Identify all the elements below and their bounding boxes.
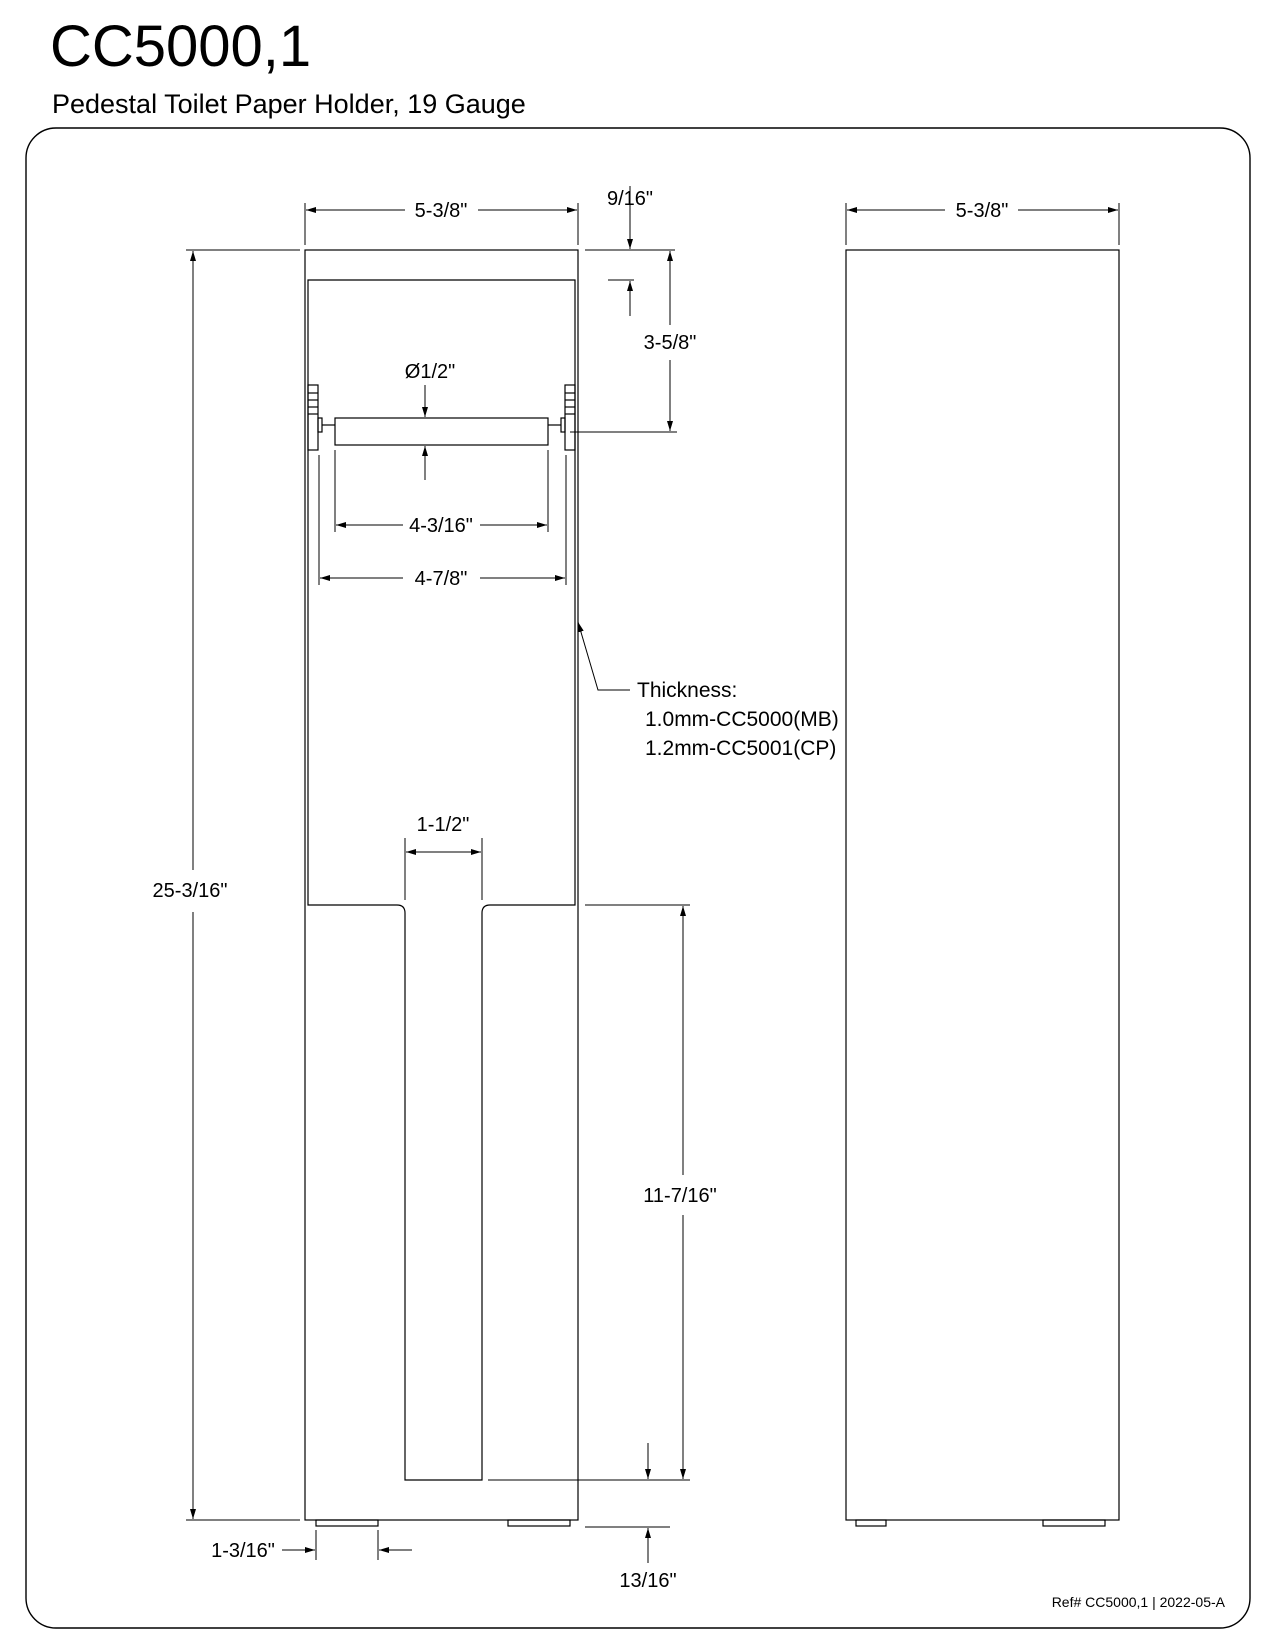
side-right-foot	[1042, 1519, 1106, 1527]
drawing-title: CC5000,1	[50, 14, 312, 79]
dim-rod-length: 4-3/16"	[409, 515, 473, 537]
side-outer-body	[845, 249, 1120, 1521]
dimension-lines	[186, 186, 1120, 1563]
dim-slot-height: 11-7/16"	[643, 1185, 716, 1207]
front-outer-body	[304, 249, 579, 1521]
side-view	[845, 249, 1120, 1527]
front-right-foot	[507, 1519, 571, 1527]
drawing-frame	[25, 127, 1251, 1629]
front-inner-opening	[307, 279, 576, 1481]
dim-slot-width: 1-1/2"	[417, 814, 470, 836]
dim-foot-inset: 1-3/16"	[211, 1540, 275, 1562]
dim-inner-width: 4-7/8"	[415, 568, 468, 590]
dim-opening-drop: 3-5/8"	[644, 332, 697, 354]
dim-foot-height: 13/16"	[619, 1570, 676, 1592]
front-view	[304, 249, 579, 1527]
dim-side-width: 5-3/8"	[956, 200, 1009, 222]
thickness-label: Thickness:	[637, 679, 737, 702]
dim-top-offset: 9/16"	[607, 188, 653, 210]
paper-rod	[334, 417, 549, 446]
dim-front-width: 5-3/8"	[415, 200, 468, 222]
thickness-line-2: 1.2mm-CC5001(CP)	[645, 737, 836, 760]
dim-rod-diameter: Ø1/2"	[405, 361, 455, 383]
left-rod-bracket	[307, 384, 323, 451]
side-left-foot	[855, 1519, 887, 1527]
right-rod-bracket	[560, 384, 576, 451]
dim-overall-height: 25-3/16"	[153, 880, 228, 902]
thickness-line-1: 1.0mm-CC5000(MB)	[645, 708, 839, 731]
reference-number: Ref# CC5000,1 | 2022-05-A	[1052, 1594, 1226, 1610]
drawing-subtitle: Pedestal Toilet Paper Holder, 19 Gauge	[52, 89, 526, 119]
front-left-foot	[315, 1519, 379, 1527]
